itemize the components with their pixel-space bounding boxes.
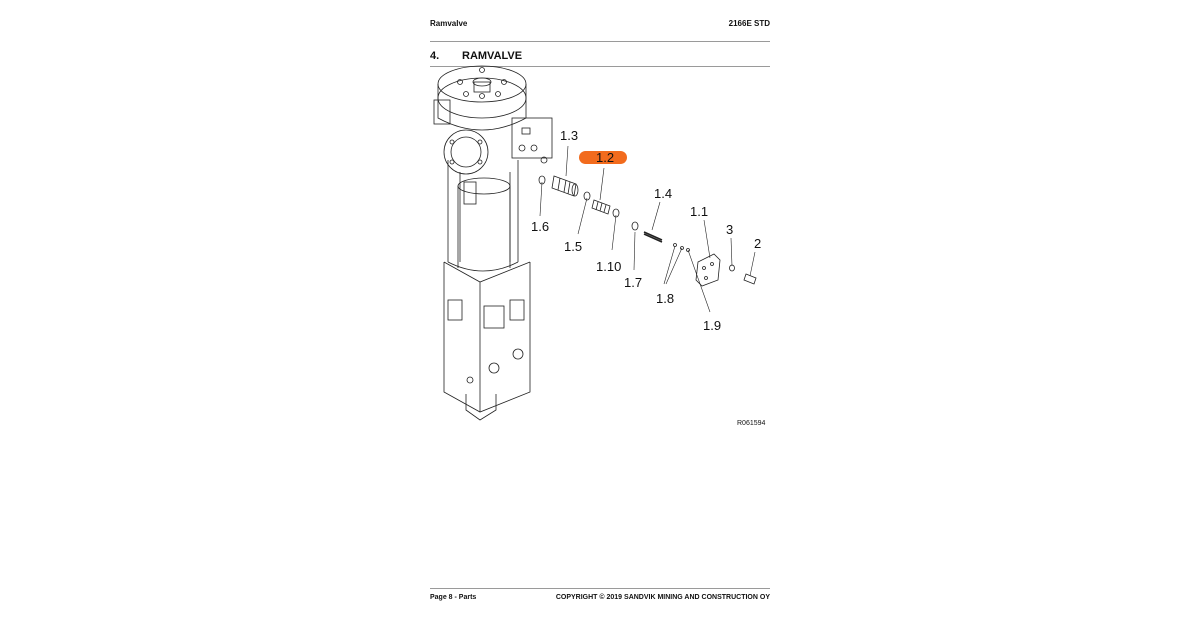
footer-copyright: COPYRIGHT © 2019 SANDVIK MINING AND CONS… [555, 594, 770, 601]
cylinder-body [447, 160, 519, 272]
callout-labels: 1.3 1.2 1.4 1.1 3 2 1.6 1.5 1.10 1.7 1.8… [531, 128, 766, 427]
oring-1-7 [631, 221, 639, 231]
callout-1-9: 1.9 [703, 318, 721, 333]
drawing-reference: R061594 [737, 420, 766, 427]
exploded-parts [538, 175, 757, 287]
valve-housing-top [433, 65, 553, 175]
section-title: RAMVALVE [462, 50, 523, 62]
callout-1-10: 1.10 [596, 259, 621, 274]
callout-1-8: 1.8 [656, 291, 674, 306]
highlight-pill [579, 151, 627, 164]
section-heading: 4. RAMVALVE [430, 50, 522, 62]
oring-1-10 [612, 208, 620, 218]
section-number: 4. [430, 50, 440, 62]
washer-3 [729, 264, 735, 272]
callout-1-5: 1.5 [564, 239, 582, 254]
header-title: Ramvalve [430, 19, 468, 28]
header-rule [430, 41, 770, 42]
cartridge-1-2 [591, 199, 611, 215]
cover-plate-1-1 [695, 253, 721, 287]
header-model: 2166E STD [728, 19, 770, 28]
screw-2 [743, 273, 757, 285]
callout-3: 3 [726, 222, 733, 237]
footer-page: Page 8 - Parts [430, 594, 477, 601]
callout-1-3: 1.3 [560, 128, 578, 143]
footer-rule [430, 588, 770, 589]
spring-1-4 [643, 231, 663, 243]
callout-1-1: 1.1 [690, 204, 708, 219]
leader-lines [539, 145, 756, 313]
callout-1-7: 1.7 [624, 275, 642, 290]
valve-spool-1-3 [551, 175, 579, 197]
callout-1-6: 1.6 [531, 219, 549, 234]
oring-1-5 [583, 191, 591, 201]
callout-2: 2 [754, 236, 761, 251]
ball-1-8b [680, 246, 684, 250]
callout-1-4: 1.4 [654, 186, 672, 201]
section-rule [430, 66, 770, 67]
ball-1-8a [673, 243, 677, 247]
exploded-parts-diagram: 1.3 1.2 1.4 1.1 3 2 1.6 1.5 1.10 1.7 1.8… [433, 65, 766, 427]
document-page: Ramvalve 2166E STD 4. RAMVALVE [430, 0, 770, 630]
ball-1-9 [686, 248, 690, 252]
oring-1-6 [538, 175, 546, 185]
callout-1-2: 1.2 [596, 150, 614, 165]
ram-block [443, 261, 531, 421]
